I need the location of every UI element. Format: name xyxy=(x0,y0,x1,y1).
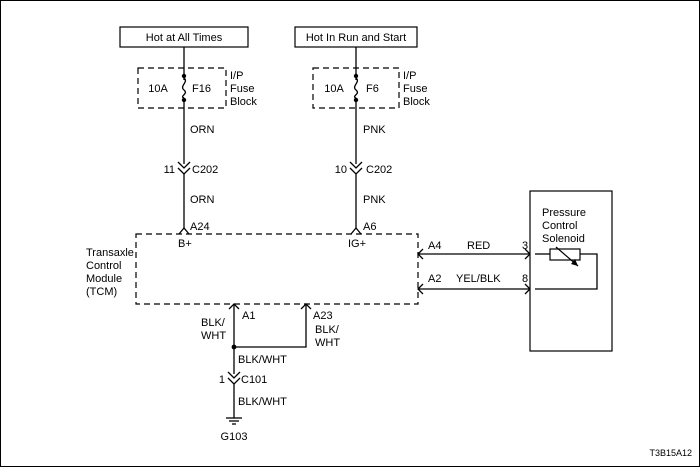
fuse-left-terminal-top xyxy=(181,73,187,79)
wire-left-lower-color: ORN xyxy=(190,194,215,206)
c202-right-pin: 10 xyxy=(335,164,347,176)
fuse-block-left-label-2: Fuse xyxy=(230,83,254,95)
fuse-left-name: F16 xyxy=(192,83,211,95)
wire-ground-a1-color-1: BLK/ xyxy=(201,317,226,329)
wire-ground-join-color: BLK/WHT xyxy=(238,354,287,366)
tcm-pin-a24: A24 xyxy=(190,221,210,233)
tcm-label-3: Module xyxy=(86,273,122,285)
connector-c202-right-top xyxy=(349,161,363,169)
wire-right-lower-color: PNK xyxy=(363,194,386,206)
wire-yel-blk-color: YEL/BLK xyxy=(456,273,501,285)
tcm-pin-a23: A23 xyxy=(313,310,333,322)
tcm-pin-a24-connector xyxy=(178,226,190,235)
ground-icon xyxy=(226,417,242,425)
wire-right-upper-color: PNK xyxy=(363,124,386,136)
fuse-block-right-label-2: Fuse xyxy=(403,83,427,95)
fuse-right-terminal-top xyxy=(353,73,359,79)
tcm-pin-a2: A2 xyxy=(428,273,441,285)
fuse-block-right xyxy=(312,67,400,109)
wire-ground-final-color: BLK/WHT xyxy=(238,396,287,408)
fuse-left-icon xyxy=(181,77,187,99)
wire-ground-a23-color-2: WHT xyxy=(315,337,340,349)
tcm-terminal-igplus: IG+ xyxy=(348,238,366,250)
wire-left-upper-color: ORN xyxy=(190,124,215,136)
wire-ground-a23 xyxy=(234,304,307,348)
tcm-label-1: Transaxle xyxy=(86,247,134,259)
fuse-block-left-label-3: Block xyxy=(230,96,257,108)
c202-left-pin: 11 xyxy=(164,164,175,176)
power-source-left-label: Hot at All Times xyxy=(146,32,223,44)
tcm-pin-a6-connector xyxy=(350,226,362,235)
connector-c202-left-top xyxy=(177,161,191,169)
tcm-label-2: Control xyxy=(86,260,121,272)
tcm-pin-a1: A1 xyxy=(242,310,255,322)
solenoid-label-3: Solenoid xyxy=(542,233,585,245)
solenoid-return-lead xyxy=(535,253,598,290)
ground-name: G103 xyxy=(221,431,248,443)
tcm-pin-a4: A4 xyxy=(428,240,441,252)
c202-right-name: C202 xyxy=(366,164,392,176)
fuse-block-left-label-1: I/P xyxy=(230,70,243,82)
c101-pin: 1 xyxy=(219,374,225,386)
fuse-block-right-label-3: Block xyxy=(403,96,430,108)
figure-id: T3B15A12 xyxy=(649,448,692,458)
solenoid-arrow-head-icon xyxy=(571,259,578,266)
solenoid-label-1: Pressure xyxy=(542,207,586,219)
solenoid-pin-8: 8 xyxy=(522,273,528,285)
fuse-right-terminal-bottom xyxy=(353,97,359,103)
wire-ground-a1-color-2: WHT xyxy=(201,330,226,342)
c202-left-name: C202 xyxy=(192,164,218,176)
tcm-box xyxy=(135,233,419,305)
fuse-right-icon xyxy=(353,77,359,99)
fuse-block-right-label-1: I/P xyxy=(403,70,416,82)
fuse-left-amperage: 10A xyxy=(148,83,168,95)
solenoid-box xyxy=(529,190,613,352)
tcm-terminal-bplus: B+ xyxy=(178,238,192,250)
power-source-right-label: Hot In Run and Start xyxy=(306,32,406,44)
c101-name: C101 xyxy=(241,374,267,386)
fuse-right-amperage: 10A xyxy=(324,83,344,95)
tcm-label-4: (TCM) xyxy=(86,286,117,298)
fuse-block-left xyxy=(137,67,227,109)
connector-c101-top xyxy=(227,371,241,379)
solenoid-label-2: Control xyxy=(542,220,577,232)
ground-splice xyxy=(231,344,237,350)
wire-ground-a23-color-1: BLK/ xyxy=(315,324,340,336)
tcm-pin-a6: A6 xyxy=(363,221,376,233)
solenoid-pin-3: 3 xyxy=(522,240,528,252)
fuse-right-name: F6 xyxy=(366,83,379,95)
wire-red-color: RED xyxy=(467,240,490,252)
fuse-left-terminal-bottom xyxy=(181,97,187,103)
